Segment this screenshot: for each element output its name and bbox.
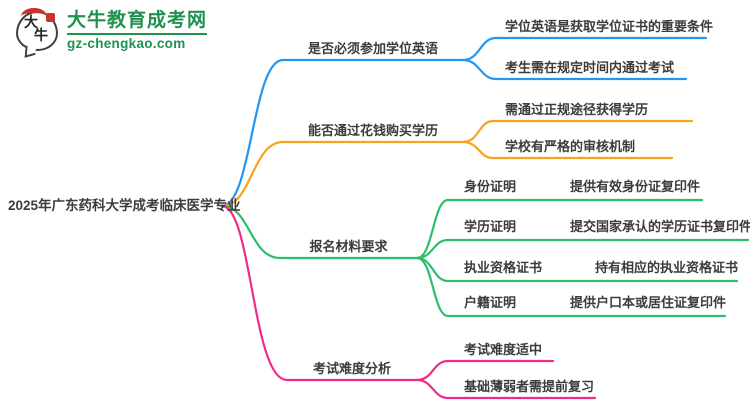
branch-3-row-2-key: 学历证明 (464, 219, 517, 234)
branch-3-row-3-value: 持有相应的执业资格证书 (595, 260, 739, 275)
logo-bubble-icon: 大 牛 (16, 7, 58, 58)
branch-4-child-2-line (415, 378, 597, 400)
branch-3-label: 报名材料要求 (309, 239, 388, 254)
branch-3-row-2-value: 提交国家承认的学历证书复印件 (570, 219, 750, 234)
branch-2-label: 能否通过花钱购买学历 (307, 123, 438, 138)
branch-1-label: 是否必须参加学位英语 (307, 41, 438, 56)
logo-text: 大牛教育成考网 gz-chengkao.com (67, 10, 208, 51)
branch-2-child-2-label: 学校有严格的审核机制 (505, 139, 636, 154)
branch-3-row-4-line (415, 256, 727, 318)
branch-3-row-1-line (415, 198, 704, 260)
logo-character-1: 大 (24, 15, 38, 31)
logo-bubble-tail (24, 42, 37, 58)
branch-4-child-2-label: 基础薄弱者需提前复习 (464, 379, 595, 394)
branch-2-lines (220, 119, 694, 208)
logo-seal-icon (46, 12, 55, 22)
branch-2-link (220, 140, 285, 208)
branch-3-row-4-value: 提供户口本或居住证复印件 (570, 295, 727, 310)
branch-4-link (220, 204, 289, 382)
branch-3-row-3-key: 执业资格证书 (464, 260, 543, 275)
logo-title: 大牛教育成考网 (67, 10, 208, 31)
branch-3-row-1-key: 身份证明 (464, 179, 517, 194)
branch-3-row-1-value: 提供有效身份证复印件 (570, 179, 701, 194)
root-topic: 2025年广东药科大学成考临床医学专业 (8, 198, 241, 213)
branch-4-label: 考试难度分析 (312, 361, 391, 376)
branch-1-child-2-label: 考生需在规定时间内通过考试 (505, 60, 675, 75)
branch-4-lines (220, 204, 597, 400)
branch-4-child-1-label: 考试难度适中 (464, 342, 543, 357)
branch-3-row-2-line (415, 238, 750, 260)
branch-4-child-1-line (415, 359, 555, 382)
branch-1-child-1-label: 学位英语是获取学位证书的重要条件 (505, 19, 714, 34)
branch-2-child-1-label: 需通过正规途径获得学历 (505, 102, 649, 117)
branch-1-child-1-line (461, 36, 708, 62)
logo-character-2: 牛 (34, 28, 48, 44)
branch-1-child-2-line (461, 58, 688, 81)
branch-3-lines (220, 198, 750, 318)
branch-3-link (220, 204, 282, 260)
logo-domain: gz-chengkao.com (67, 33, 208, 51)
branch-1-lines (220, 36, 708, 208)
branch-2-child-2-line (461, 140, 674, 160)
branch-2-child-1-line (461, 119, 694, 144)
site-logo[interactable]: 大 牛 大牛教育成考网 gz-chengkao.com (16, 7, 208, 58)
branch-1-link (220, 58, 285, 208)
branch-3-row-4-key: 户籍证明 (464, 295, 517, 310)
